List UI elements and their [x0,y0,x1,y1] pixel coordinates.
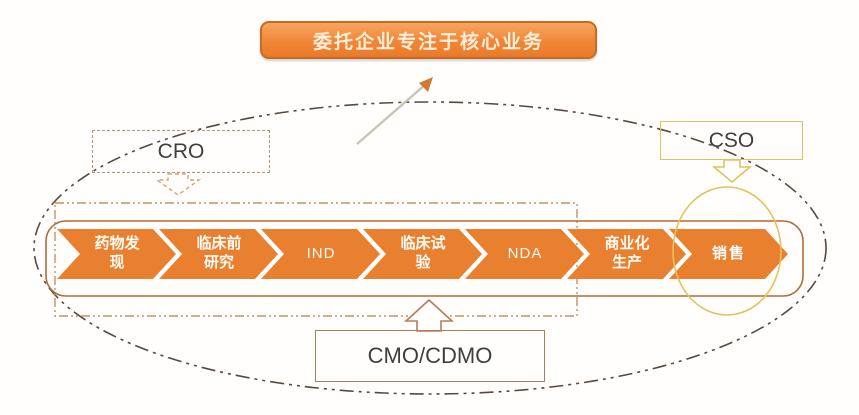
cmo-up-arrow-icon [403,298,455,332]
stage-label-nda: NDA [507,244,543,262]
cmo-cdmo-label-box: CMO/CDMO [315,330,545,382]
chevron-commercial-production [567,229,686,279]
cro-down-arrow-icon [154,173,202,196]
banner-core-business: 委托企业专注于核心业务 [260,21,597,59]
cro-label-box: CRO [92,130,270,173]
chevron-nda [465,229,584,279]
chevron-clinical-trial [363,229,482,279]
chevron-sales [669,229,788,279]
stage-label-commercial-production: 商业化生产 [604,235,650,271]
cso-sales-ellipse [672,186,782,316]
cmo-cdmo-label: CMO/CDMO [367,343,493,368]
cso-down-arrow-icon [711,159,753,184]
stage-label-ind: IND [306,244,336,262]
pipeline-chevrons [57,229,788,279]
stage-label-drug-discovery: 药物发现 [94,235,140,271]
chevron-preclinical [159,229,278,279]
chevron-drug-discovery [57,229,176,279]
stage-label-clinical-trial: 临床试验 [400,235,446,271]
cso-label-box: CSO [660,121,803,160]
pipeline-band-border [45,220,804,297]
banner-pointer-arrowhead-icon [419,77,433,92]
stage-label-sales: 销售 [711,244,746,262]
stage-label-preclinical: 临床前研究 [196,235,242,271]
cro-label: CRO [157,139,205,163]
banner-pointer-line [356,83,427,145]
chevron-ind [261,229,380,279]
outsourcing-scope-ellipse [33,101,827,395]
cso-label: CSO [708,128,755,152]
